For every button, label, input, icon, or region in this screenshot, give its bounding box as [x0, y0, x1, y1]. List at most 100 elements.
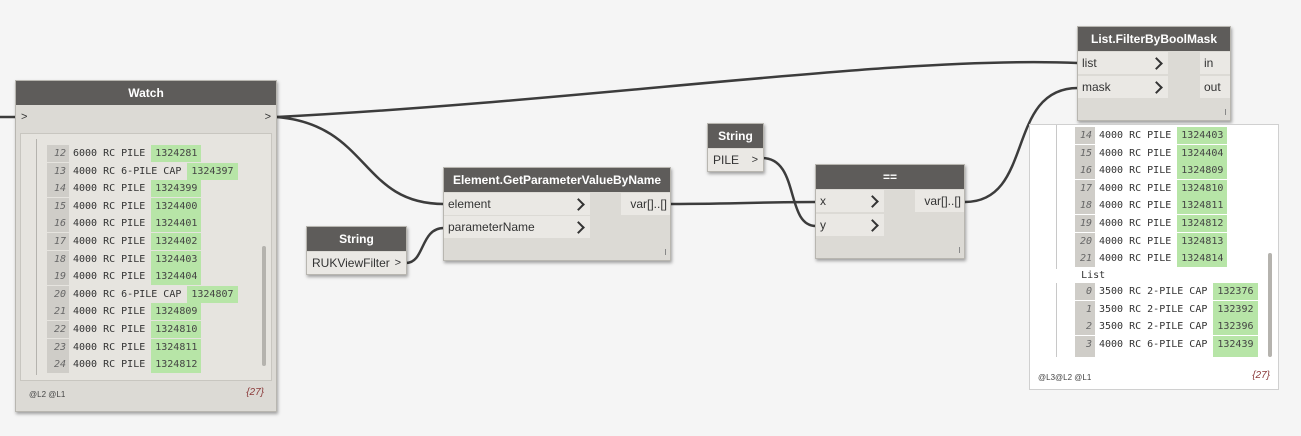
string-node-viewfilter[interactable]: String RUKViewFilter >	[306, 226, 407, 275]
output-port[interactable]: >	[264, 111, 271, 123]
item-index: 14	[47, 180, 69, 198]
output-port[interactable]: var[]..[]	[915, 190, 964, 212]
item-text: 3500 RC 2-PILE CAP	[1099, 321, 1208, 333]
item-text: 4000 RC PILE	[1099, 253, 1172, 265]
wire-string-to-parametername[interactable]	[405, 226, 445, 265]
get-parameter-node[interactable]: Element.GetParameterValueByName element …	[443, 167, 671, 261]
port-label: var[]..[]	[924, 194, 961, 208]
output-port[interactable]: >	[394, 257, 401, 269]
item-value: 1324402	[151, 233, 202, 250]
item-text: 4000 RC 6-PILE CAP	[73, 288, 182, 300]
preview-scrollbar[interactable]	[1268, 253, 1272, 357]
item-text: 4000 RC 6-PILE CAP	[1099, 338, 1208, 350]
string-value[interactable]: RUKViewFilter	[312, 256, 390, 270]
wire-getparam-to-x[interactable]	[669, 200, 817, 206]
resize-grip[interactable]	[959, 247, 960, 253]
port-label: parameterName	[448, 220, 535, 234]
equals-node[interactable]: == x y var[]..[]	[815, 164, 965, 259]
item-index: 14	[1075, 127, 1095, 144]
input-port-y[interactable]: y	[816, 214, 884, 236]
output-port-in[interactable]: in	[1200, 52, 1230, 74]
item-value: 1324812	[151, 356, 202, 374]
item-count: {27}	[246, 387, 264, 398]
input-port-list[interactable]: list	[1078, 52, 1168, 74]
item-text: 4000 RC PILE	[73, 200, 146, 212]
output-port[interactable]: >	[751, 154, 758, 166]
port-label: list	[1082, 56, 1097, 70]
item-index: 3	[1075, 335, 1095, 353]
chevron-right-icon	[866, 195, 879, 208]
port-label: in	[1204, 56, 1214, 70]
resize-grip[interactable]	[1225, 109, 1226, 115]
input-port-mask[interactable]: mask	[1078, 76, 1168, 98]
input-port-element[interactable]: element	[444, 193, 590, 215]
item-text: 4000 RC PILE	[73, 183, 146, 195]
item-index: 1	[1075, 300, 1095, 318]
item-value: 1324809	[151, 303, 202, 321]
item-index: 21	[47, 303, 69, 321]
item-index: 16	[47, 215, 69, 233]
item-value: 1324403	[151, 250, 202, 268]
item-value: 1324400	[151, 197, 202, 215]
wire-watch-to-filter-list[interactable]	[276, 60, 1079, 119]
item-value: 1324811	[1177, 197, 1228, 215]
wire-watch-to-element[interactable]	[276, 115, 445, 206]
item-value: 1324812	[1177, 215, 1228, 232]
item-index: 22	[47, 321, 69, 338]
resize-grip[interactable]	[665, 249, 666, 255]
item-index: 18	[47, 250, 69, 268]
item-text: 4000 RC PILE	[73, 271, 146, 283]
tree-line	[36, 139, 37, 375]
watch-scrollbar[interactable]	[262, 246, 266, 366]
item-value: 132396	[1213, 318, 1258, 336]
item-text: 4000 RC PILE	[1099, 218, 1172, 229]
port-label: element	[448, 197, 491, 211]
input-port-parametername[interactable]: parameterName	[444, 216, 590, 238]
input-port-x[interactable]: x	[816, 190, 884, 212]
port-label: var[]..[]	[630, 197, 667, 211]
string-value-row: RUKViewFilter >	[307, 252, 406, 274]
node-title: Element.GetParameterValueByName	[444, 168, 670, 192]
item-value: 132392	[1213, 300, 1258, 318]
input-port[interactable]: >	[21, 111, 28, 123]
item-text: 4000 RC PILE	[1099, 235, 1172, 247]
item-index: 15	[47, 197, 69, 215]
watch-port-row: > >	[16, 106, 276, 128]
port-label: x	[820, 194, 826, 208]
node-title: Watch	[16, 81, 276, 105]
tree-line	[1056, 283, 1057, 357]
port-label: mask	[1082, 80, 1111, 94]
wire-pile-to-y[interactable]	[761, 156, 817, 228]
item-value: 1324401	[151, 215, 202, 233]
list-levels: @L2 @L1	[29, 390, 66, 399]
item-index: 17	[1075, 179, 1095, 197]
chevron-right-icon	[572, 198, 585, 211]
item-index: 16	[1075, 162, 1095, 180]
string-node-pile[interactable]: String PILE >	[707, 123, 764, 172]
filter-by-bool-mask-node[interactable]: List.FilterByBoolMask list mask in out	[1077, 26, 1231, 121]
item-value: 1324811	[151, 338, 202, 356]
item-value: 132376	[1213, 283, 1258, 300]
wire-equals-to-mask[interactable]	[964, 86, 1079, 204]
item-text: 4000 RC 6-PILE CAP	[1099, 356, 1207, 357]
item-value: 1324810	[151, 321, 202, 338]
sublist-header: ▾ 1 List	[1075, 267, 1105, 284]
string-value[interactable]: PILE	[713, 153, 740, 167]
output-port[interactable]: var[]..[]	[621, 193, 670, 215]
item-text: 4000 RC PILE	[73, 341, 146, 353]
node-title: List.FilterByBoolMask	[1078, 27, 1230, 51]
item-text: 4000 RC PILE	[1099, 200, 1172, 212]
output-port-out[interactable]: out	[1200, 76, 1230, 98]
